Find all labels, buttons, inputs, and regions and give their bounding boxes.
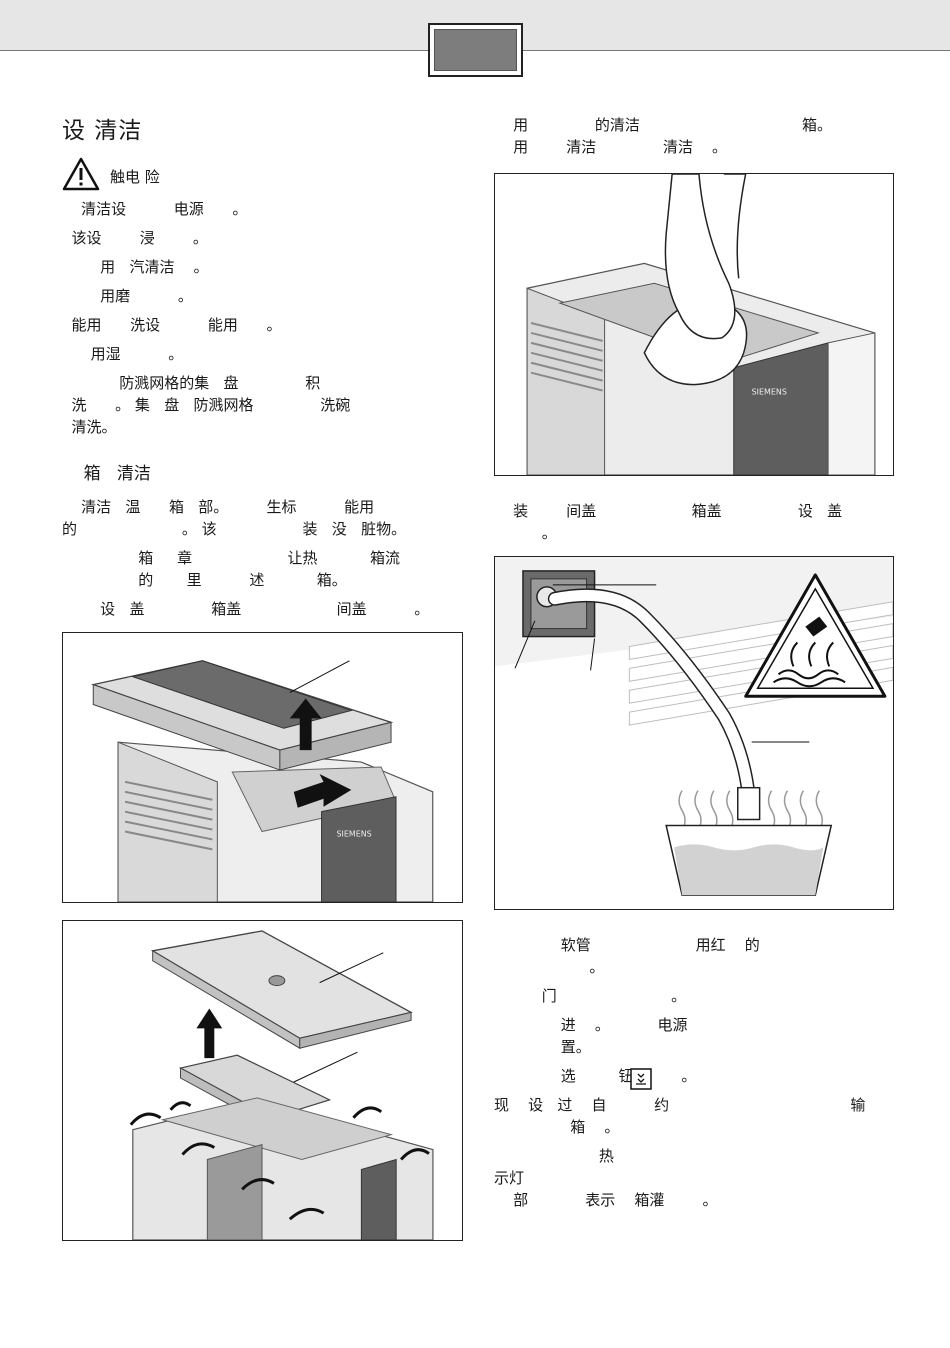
step-text: 选 钮 。 bbox=[494, 1065, 894, 1087]
step-text: 进 。 电源 置。 bbox=[560, 1016, 688, 1056]
subheading-tank-cleaning: 箱 清洁 bbox=[62, 464, 151, 484]
safety-paragraph: 用湿 。 bbox=[62, 345, 184, 363]
right-column: 用 的清洁 箱。 用 清洁 清洁 。 bbox=[494, 114, 894, 165]
figure-tank-wiping: SIEMENS bbox=[494, 173, 894, 476]
steam-button-icon bbox=[630, 1068, 652, 1094]
intro-line: 用 的清洁 箱。 bbox=[494, 116, 832, 134]
brand-label: SIEMENS bbox=[752, 388, 787, 397]
tank-paragraph: 箱 章 让热 箱流 的 里 述 箱。 bbox=[138, 549, 400, 589]
step-text: 热 示灯 部 表示 箱灌 。 bbox=[494, 1147, 718, 1209]
figure-drain-hose bbox=[494, 556, 894, 910]
warning-row: 触电 险 bbox=[62, 157, 462, 195]
section-title: 设 清洁 bbox=[62, 118, 143, 144]
steps-block: 软管 用红 的 。 门 。 进 。 电源 置。 选 钮 。 现 设 过 bbox=[494, 934, 894, 1218]
safety-paragraph: 用磨 。 bbox=[62, 287, 193, 305]
step-text: 门 。 bbox=[494, 987, 687, 1005]
step-text: 现 设 过 自 约 输 箱 。 bbox=[494, 1096, 866, 1136]
figure-tank-lid-removal bbox=[62, 920, 463, 1241]
step-text: 软管 用红 的 。 bbox=[560, 936, 760, 976]
tank-paragraph: 设 盖 箱盖 间盖 。 bbox=[62, 600, 430, 618]
intro-line: 用 清洁 清洁 。 bbox=[494, 138, 728, 156]
fig3-caption-block: 装 间盖 箱盖 设 盖 。 bbox=[494, 500, 894, 551]
fig3-caption: 装 间盖 箱盖 设 盖 。 bbox=[513, 502, 843, 542]
warning-triangle-icon bbox=[62, 157, 100, 195]
step-text-span: 选 钮 。 bbox=[494, 1067, 697, 1085]
warning-label: 触电 险 bbox=[110, 167, 160, 186]
safety-paragraph: 清洁设 电源 。 bbox=[62, 200, 248, 218]
chapter-tab bbox=[428, 23, 523, 77]
chapter-tab-fill bbox=[434, 29, 517, 71]
safety-paragraph: 防溅网格的集 盘 积 洗 。 集 盘 防溅网格 洗碗 清洗。 bbox=[71, 374, 351, 436]
left-column: 设 清洁 触电 险 清洁设 电源 。 该设 浸 。 用 汽清洁 。 用磨 。 能… bbox=[62, 114, 462, 627]
safety-paragraph: 能用 洗设 能用 。 bbox=[62, 316, 282, 334]
brand-label: SIEMENS bbox=[336, 829, 371, 838]
safety-paragraph: 用 汽清洁 。 bbox=[62, 258, 209, 276]
tank-paragraph: 清洁 温 箱 部。 生标 能用 的 。 该 装 没 脏物。 bbox=[62, 498, 407, 538]
safety-paragraph: 该设 浸 。 bbox=[62, 229, 208, 247]
figure-top-cover-removal: SIEMENS bbox=[62, 632, 463, 903]
